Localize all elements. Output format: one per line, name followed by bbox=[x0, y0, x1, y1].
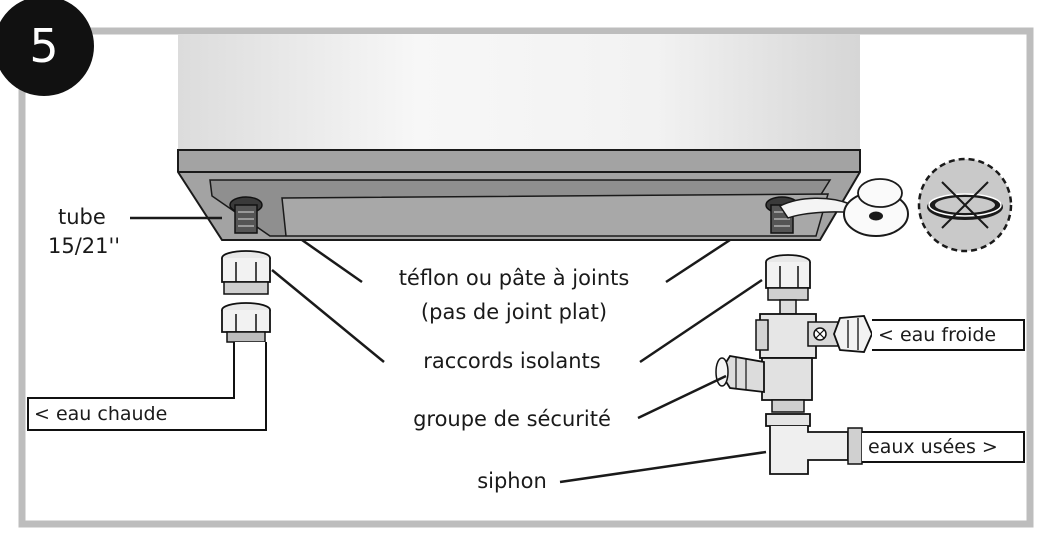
left-insulating-fitting bbox=[221, 250, 271, 295]
hot-tube-stub bbox=[229, 196, 263, 234]
step-number: 5 bbox=[29, 19, 58, 73]
right-insulating-fitting bbox=[765, 254, 811, 301]
label-tube: tube bbox=[58, 205, 106, 229]
cold-water-pipe bbox=[872, 319, 1025, 351]
label-insulating-fittings: raccords isolants bbox=[423, 349, 600, 373]
teflon-tape-roll-icon bbox=[778, 178, 909, 237]
label-safety-group: groupe de sécurité bbox=[413, 407, 611, 431]
safety-group bbox=[715, 299, 873, 413]
hot-water-hose bbox=[27, 302, 271, 431]
tag-cold-water: < eau froide bbox=[878, 324, 996, 346]
water-heater-tank bbox=[177, 34, 861, 241]
label-teflon: téflon ou pâte à joints bbox=[399, 266, 630, 290]
step-badge-icon: 5 bbox=[0, 0, 94, 96]
label-no-flat-gasket: (pas de joint plat) bbox=[421, 300, 607, 324]
tag-hot-water: < eau chaude bbox=[34, 403, 167, 425]
tag-waste-water: eaux usées > bbox=[868, 436, 998, 458]
flat-gasket-forbidden-icon bbox=[917, 157, 1013, 253]
siphon bbox=[765, 413, 1025, 475]
label-siphon: siphon bbox=[477, 469, 547, 493]
leader-lines bbox=[130, 216, 767, 484]
label-tube-size: 15/21'' bbox=[48, 234, 120, 258]
